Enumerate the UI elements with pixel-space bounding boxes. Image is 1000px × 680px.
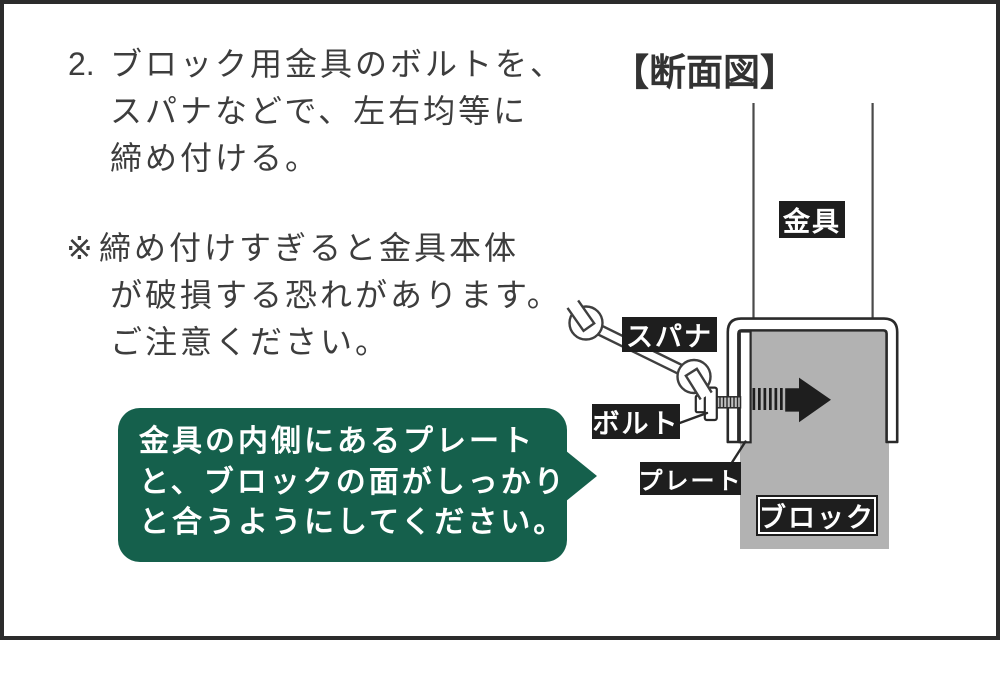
motion-lines <box>752 388 783 410</box>
note-line-2: が破損する恐れがあります。 <box>110 277 562 313</box>
plate-connector-line <box>729 440 747 466</box>
note-line-1-text: 締め付けすぎると金具本体 <box>99 230 520 266</box>
note-line-1: ※締め付けすぎると金具本体 <box>66 225 519 272</box>
callout-bubble: 金具の内側にあるプレート と、ブロックの面がしっかり と合うようにしてください。 <box>118 408 567 562</box>
bolt-thread <box>715 396 742 409</box>
callout-line-2: と、ブロックの面がしっかり <box>139 466 567 499</box>
label-block: ブロック <box>758 497 876 534</box>
plate-shape <box>738 330 752 444</box>
bolt-connector-line <box>675 411 709 426</box>
step-number: 2. <box>68 46 95 82</box>
label-spanner: スパナ <box>622 317 717 352</box>
step-line-1-text: ブロック用金具のボルトを、 <box>110 46 566 82</box>
step-line-2: スパナなどで、左右均等に <box>110 93 529 129</box>
page-frame <box>0 0 1000 640</box>
step-line-1: 2. ブロック用金具のボルトを、 <box>68 41 565 88</box>
note-marker: ※ <box>66 230 93 266</box>
label-plate: プレート <box>639 462 741 495</box>
diagram-svg <box>566 103 899 549</box>
bolt-flange <box>703 386 718 422</box>
label-bolt: ボルト <box>592 404 680 439</box>
step-line-3: 締め付ける。 <box>110 140 321 176</box>
direction-arrow-icon <box>785 377 831 423</box>
callout-line-1: 金具の内側にあるプレート <box>139 425 535 458</box>
note-line-3: ご注意ください。 <box>110 324 391 360</box>
label-bracket: 金具 <box>779 201 845 238</box>
diagram-title: 【断面図】 <box>612 52 797 93</box>
callout-pointer <box>560 446 597 506</box>
callout-line-3: と合うようにしてください。 <box>139 506 567 539</box>
